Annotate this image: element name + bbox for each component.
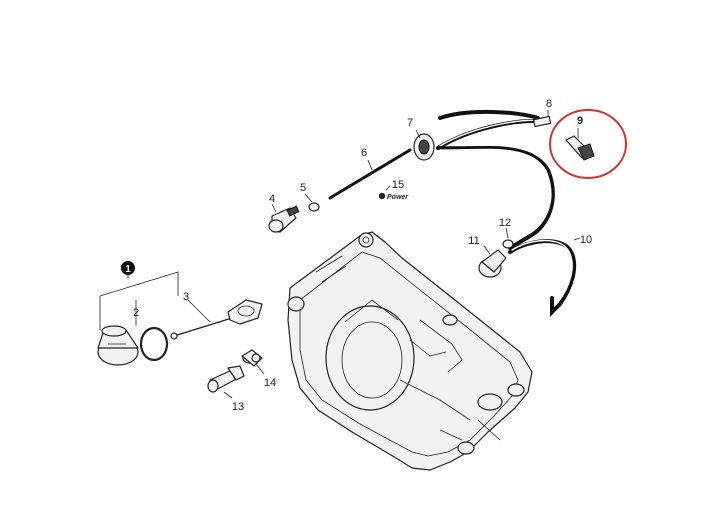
o-ring [139,326,169,362]
oil-cap-assembly [97,271,263,366]
part-8-fitting [532,110,552,128]
callout-1-badge [121,261,135,275]
callout-4: 4 [269,193,275,205]
oil-hose [436,109,555,250]
callout-labels: 1 2 3 4 5 6 7 8 9 10 11 12 13 14 15 [121,98,592,413]
part-4-plug [268,203,300,233]
highlight-circle [549,109,627,179]
callout-15: 15 [392,179,404,191]
part-7-grommet [413,129,435,161]
crankcase-housing [287,231,533,471]
callout-13: 13 [232,401,244,413]
part-13-screw [207,365,245,399]
cap-strap [170,299,263,340]
callout-7: 7 [407,117,413,129]
callout-10: 10 [580,234,592,246]
callout-1: 1 [125,264,131,275]
callout-8: 8 [546,98,552,110]
part-6-rod [328,148,412,200]
part-14-bushing [241,349,265,375]
callout-9: 9 [577,115,583,127]
oil-cap [97,325,139,366]
part-10-tube [508,237,581,317]
callout-11: 11 [468,235,479,247]
brand-text: Power [387,194,409,201]
callout-5: 5 [300,182,306,194]
part-12-clip [502,227,514,249]
callout-12: 12 [499,217,511,229]
callout-14: 14 [264,377,276,389]
callout-6: 6 [361,147,367,159]
callout-3: 3 [183,291,189,303]
part-9-connector [565,128,595,161]
part-15-label: Power [378,185,409,201]
part-11-filter [478,245,507,278]
callout-2: 2 [133,307,139,319]
part-5-washer [304,193,320,212]
